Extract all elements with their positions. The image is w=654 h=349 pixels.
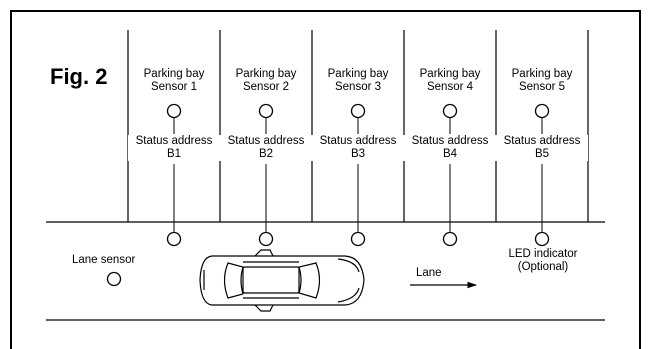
bay-sensor-icon — [534, 103, 550, 119]
bay-name-line1: Parking bay — [419, 68, 481, 80]
lane-label: Lane — [416, 267, 442, 279]
figure-label: Fig. 2 — [50, 64, 108, 89]
car-icon — [199, 249, 365, 312]
bay-label-5: Parking bay Sensor 5 — [496, 68, 588, 94]
status-line2: B5 — [534, 148, 550, 160]
led-indicator-line1: LED indicator — [508, 248, 578, 260]
status-line2: B3 — [350, 148, 366, 160]
status-line2: B1 — [166, 148, 182, 160]
led-indicator-icon — [534, 231, 550, 247]
bay-sensor-icon — [442, 103, 458, 119]
status-line1: Status address — [411, 135, 489, 147]
lane-sensor-icon — [350, 231, 366, 247]
bay-name-line1: Parking bay — [235, 68, 297, 80]
bay-name-line2: Sensor 1 — [150, 81, 198, 93]
lane-sensor-label: Lane sensor — [72, 254, 136, 266]
lane-sensor-icon — [258, 231, 274, 247]
bay-sensor-icon — [258, 103, 274, 119]
bay-name-line2: Sensor 5 — [518, 81, 566, 93]
bay-label-4: Parking bay Sensor 4 — [404, 68, 496, 94]
bay-label-1: Parking bay Sensor 1 — [128, 68, 220, 94]
bay-label-3: Parking bay Sensor 3 — [312, 68, 404, 94]
bay-label-2: Parking bay Sensor 2 — [220, 68, 312, 94]
bay-name-line1: Parking bay — [511, 68, 573, 80]
status-address-3: Status address B3 — [312, 135, 404, 161]
status-line2: B2 — [258, 148, 274, 160]
bay-sensor-icon — [350, 103, 366, 119]
diagram-frame — [10, 10, 641, 349]
bay-name-line2: Sensor 3 — [334, 81, 382, 93]
bay-name-line2: Sensor 2 — [242, 81, 290, 93]
lane-sensor-icon — [166, 231, 182, 247]
status-line1: Status address — [319, 135, 397, 147]
bay-name-line1: Parking bay — [143, 68, 205, 80]
status-address-5: Status address B5 — [496, 135, 588, 161]
status-line2: B4 — [442, 148, 458, 160]
status-line1: Status address — [503, 135, 581, 147]
lane-sensor-icon — [106, 271, 122, 287]
led-indicator-label: LED indicator (Optional) — [495, 248, 591, 274]
led-indicator-line2: (Optional) — [517, 261, 569, 273]
status-address-2: Status address B2 — [220, 135, 312, 161]
bay-name-line2: Sensor 4 — [426, 81, 474, 93]
status-line1: Status address — [227, 135, 305, 147]
bay-name-line1: Parking bay — [327, 68, 389, 80]
lane-sensor-icon — [442, 231, 458, 247]
bay-sensor-icon — [166, 103, 182, 119]
status-address-1: Status address B1 — [128, 135, 220, 161]
status-line1: Status address — [135, 135, 213, 147]
status-address-4: Status address B4 — [404, 135, 496, 161]
